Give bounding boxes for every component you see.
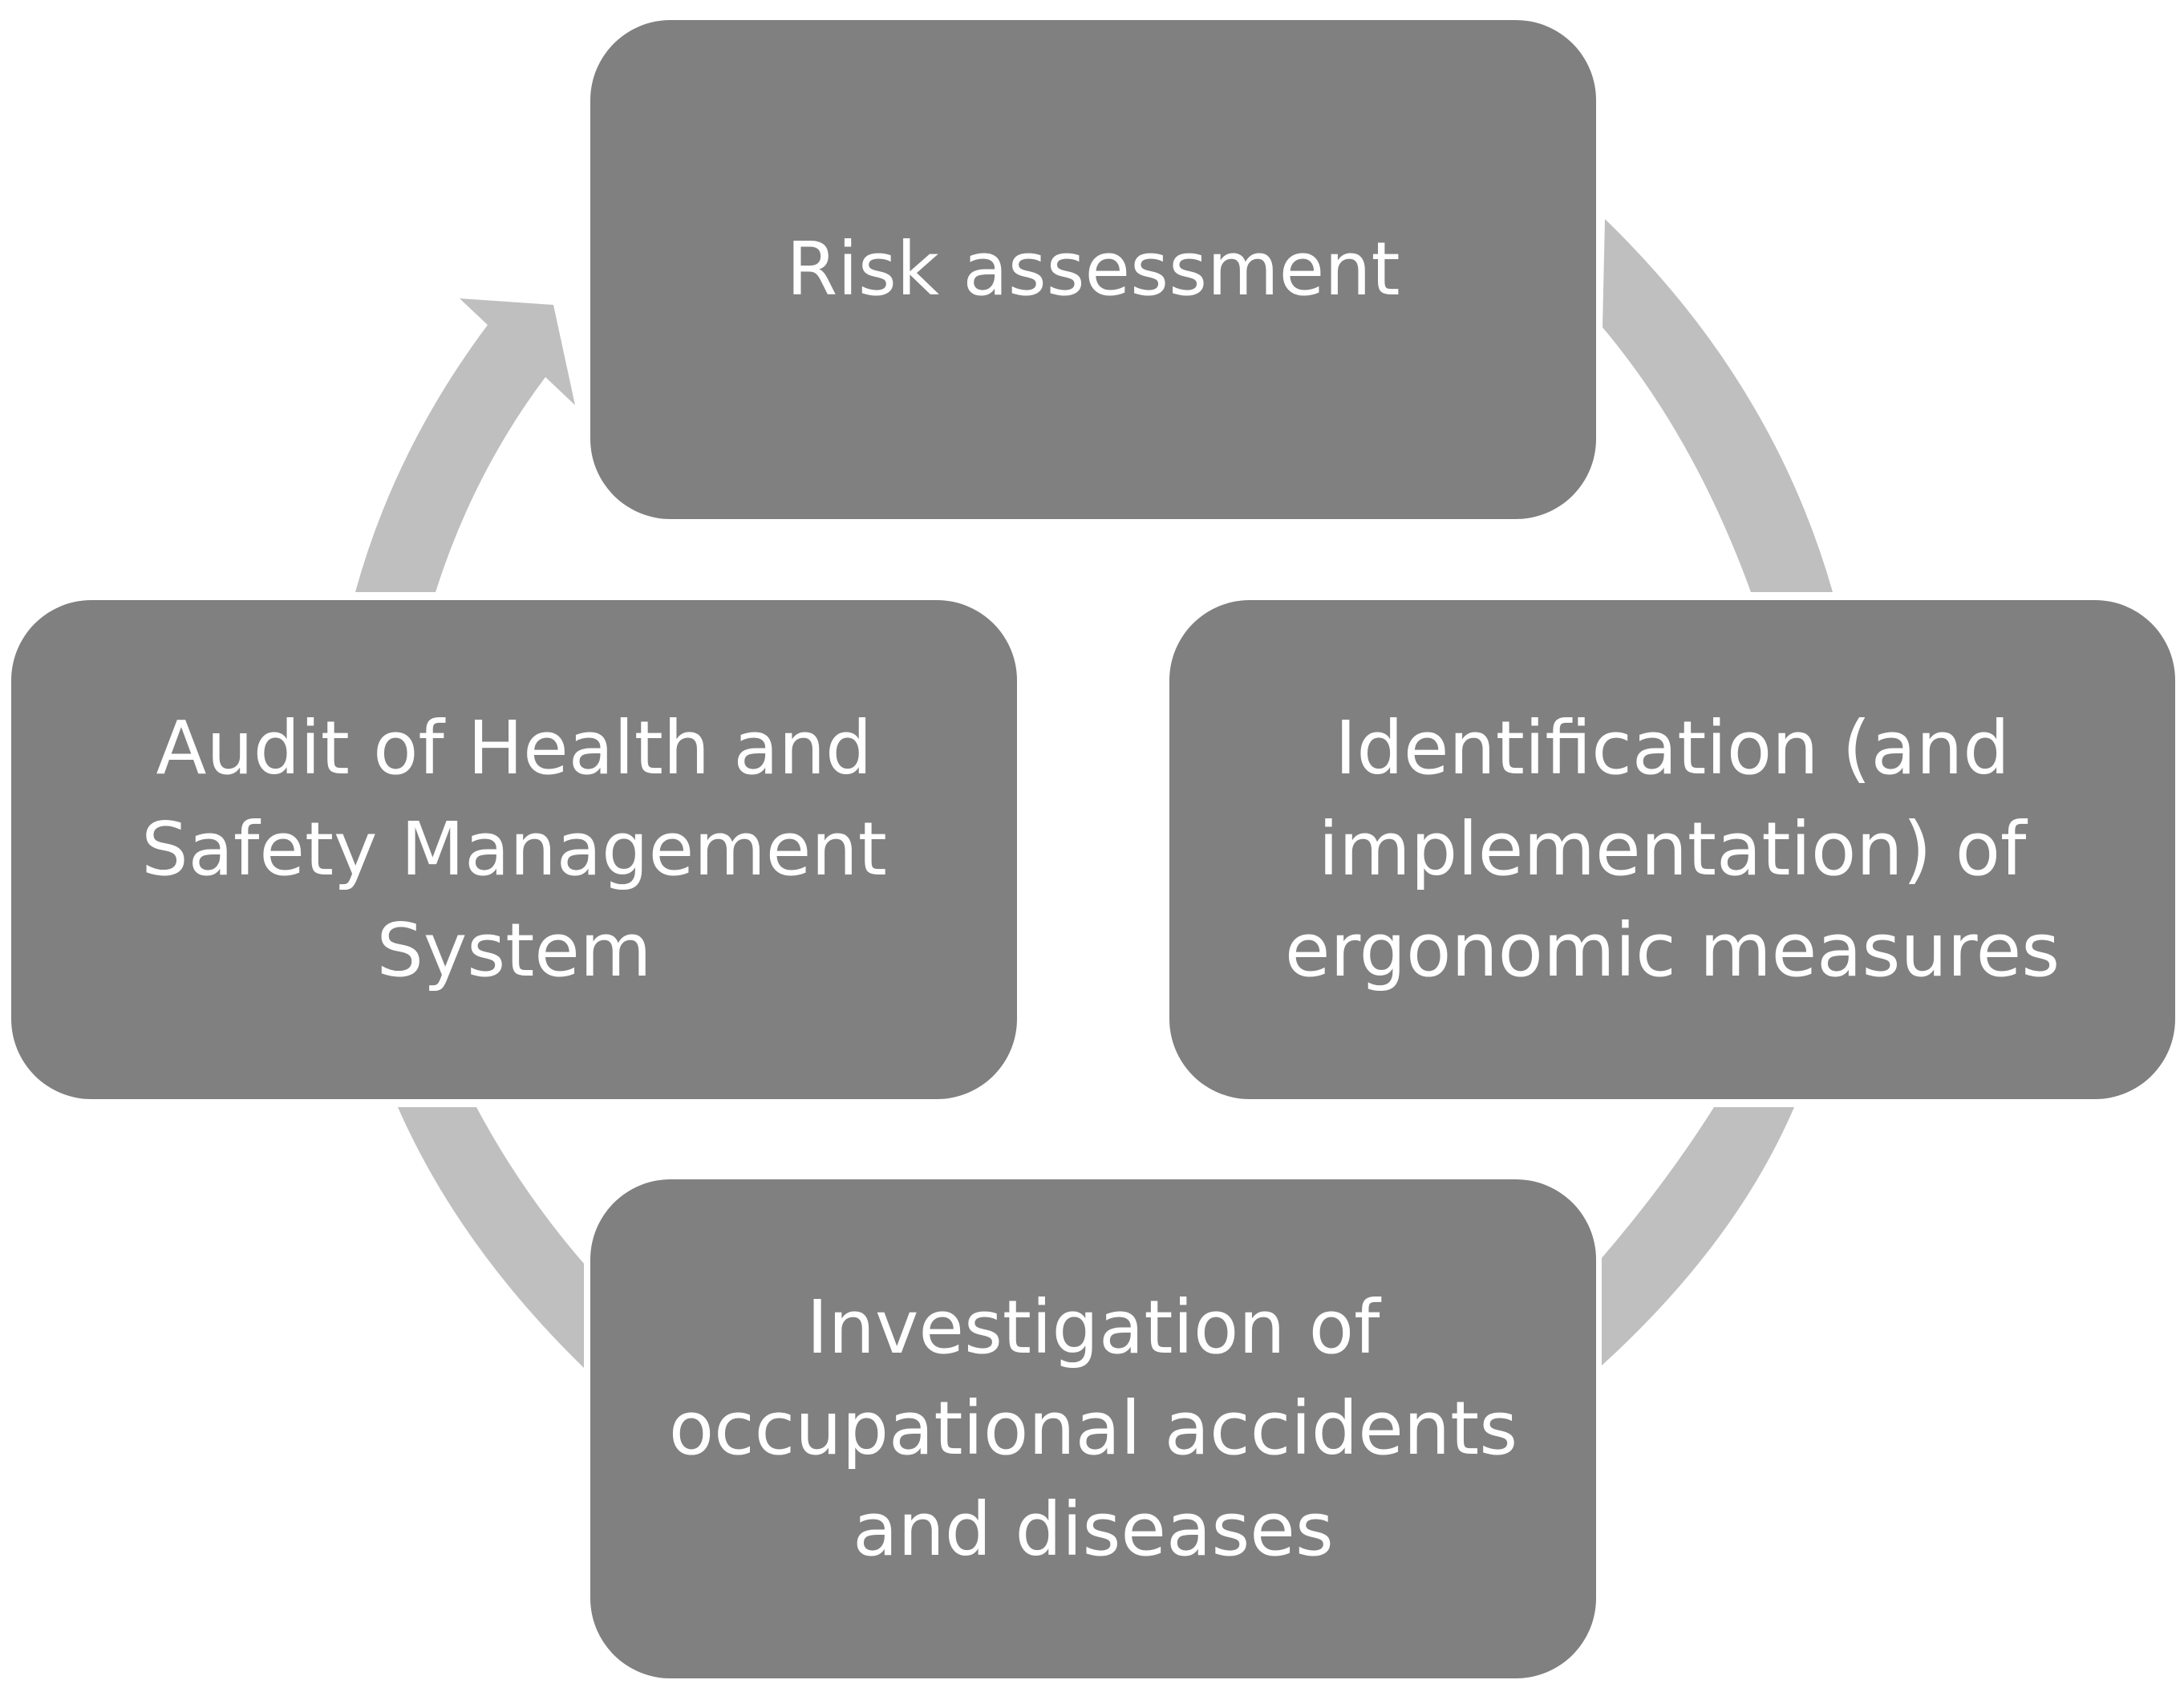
connector-investigation-to-audit [398, 1107, 584, 1368]
node-investigation-of-accidents: Investigation of occupational accidents … [590, 1179, 1596, 1678]
connector-audit-to-risk [355, 298, 575, 592]
node-investigation-label: Investigation of occupational accidents … [668, 1284, 1518, 1573]
node-audit-label: Audit of Health and Safety Management Sy… [141, 704, 887, 994]
node-identification-label: Identification (and implementation) of e… [1284, 704, 2060, 994]
node-risk-assessment-label: Risk assessment [786, 225, 1400, 312]
node-audit-of-hsms: Audit of Health and Safety Management Sy… [11, 600, 1017, 1099]
node-risk-assessment: Risk assessment [590, 20, 1596, 519]
node-identification-of-ergonomic-measures: Identification (and implementation) of e… [1169, 600, 2175, 1099]
connector-risk-to-identification [1603, 219, 1833, 592]
connector-identification-to-investigation [1602, 1107, 1794, 1365]
